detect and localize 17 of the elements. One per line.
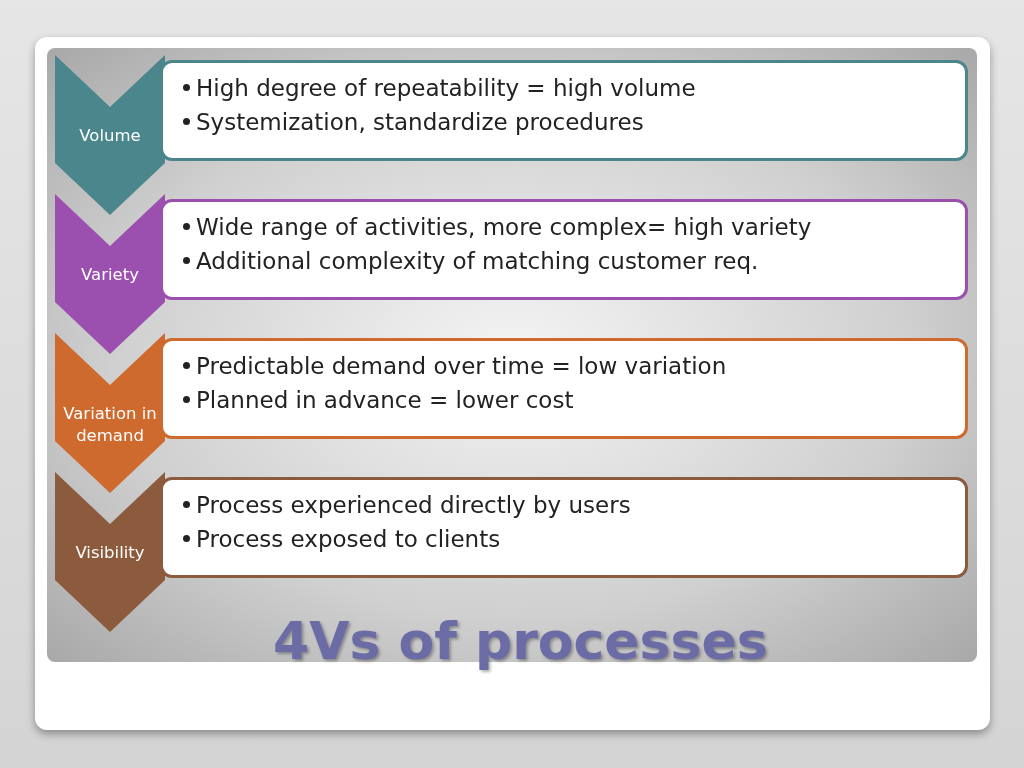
bullet-text: Predictable demand over time = low variation xyxy=(196,351,727,380)
row-label: Variety xyxy=(80,264,140,286)
bullet-text: Additional complexity of matching customer req. xyxy=(196,246,759,275)
title: 4Vs of processes xyxy=(273,610,768,672)
row-label: Visibility xyxy=(74,542,146,564)
content-box xyxy=(160,477,968,578)
row-label: Volume xyxy=(78,125,142,147)
bullet-text: Wide range of activities, more complex= high variety xyxy=(196,212,812,241)
bullet-text: Systemization, standardize procedures xyxy=(196,107,644,136)
bullet-text: Planned in advance = lower cost xyxy=(196,385,574,414)
content-box xyxy=(160,60,968,161)
bullet-text: Process experienced directly by users xyxy=(196,490,631,519)
row-label: Variation in demand xyxy=(62,403,158,447)
bullet-text: Process exposed to clients xyxy=(196,524,501,553)
bullet-text: High degree of repeatability = high volume xyxy=(196,73,696,102)
content-box xyxy=(160,199,968,300)
content-box xyxy=(160,338,968,439)
